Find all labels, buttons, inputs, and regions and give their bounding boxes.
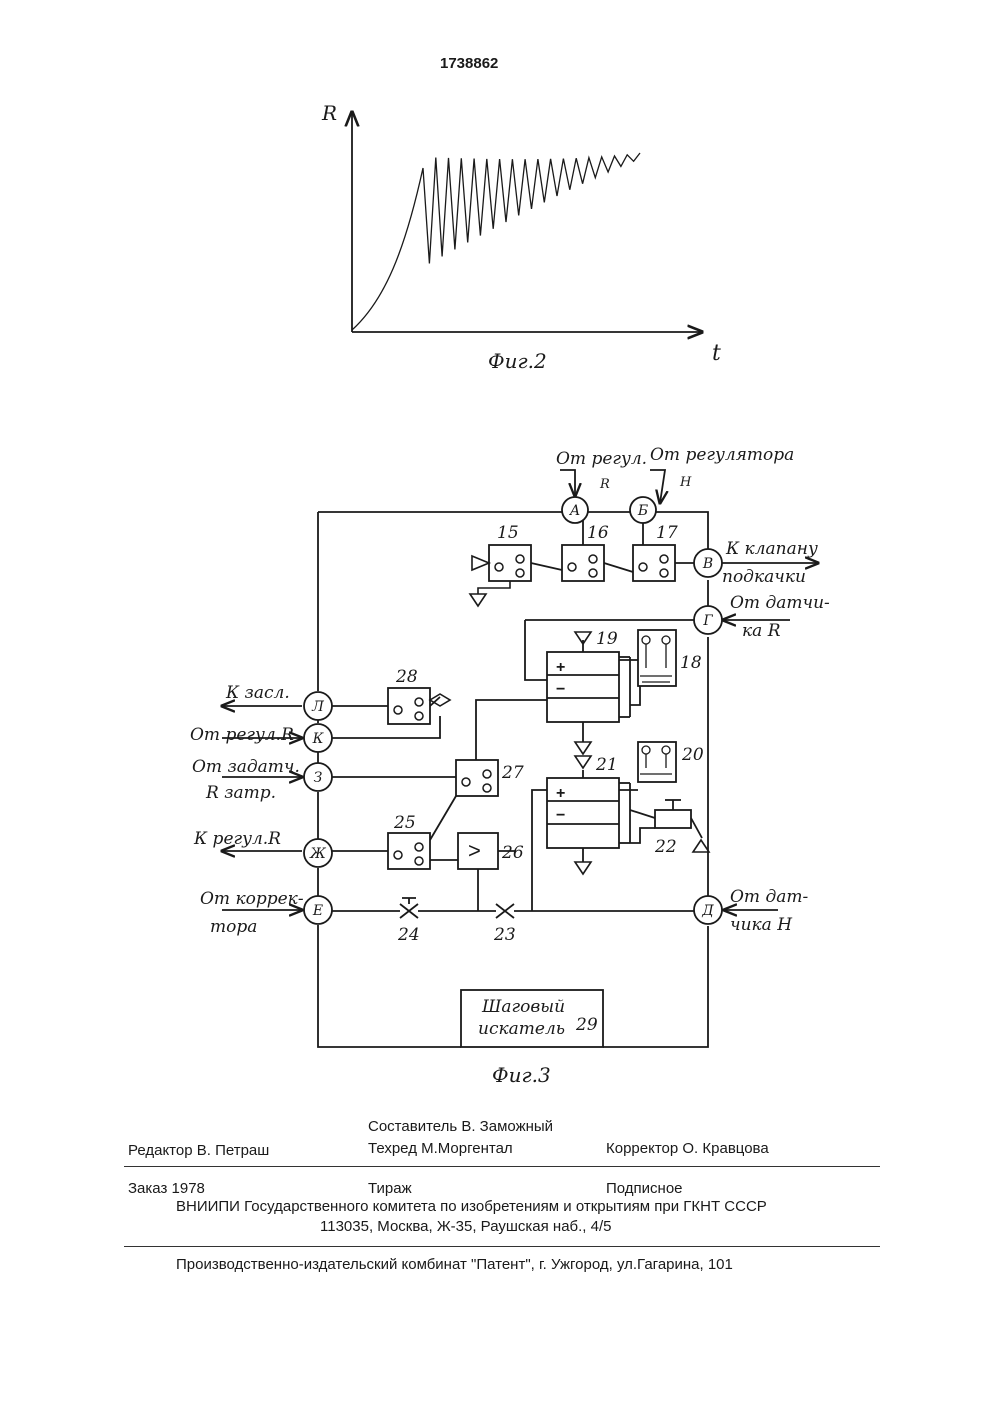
terminal-zh: Ж: [309, 846, 327, 862]
label-ot-datchika-r-2: ка R: [742, 621, 781, 641]
label-h-sub: H: [679, 475, 692, 490]
battery-21-plus: +: [556, 785, 565, 802]
terminal-k: К: [312, 731, 325, 747]
figure-3-caption: Фиг.3: [492, 1063, 551, 1087]
label-18: 18: [680, 653, 702, 673]
label-21: 21: [595, 755, 618, 775]
label-15: 15: [497, 523, 519, 543]
label-k-klapanu-2: подкачки: [722, 567, 806, 587]
label-stepper-2: искатель: [478, 1019, 565, 1039]
label-ot-datchika-r-1: От датчи-: [730, 593, 830, 613]
label-25: 25: [393, 813, 416, 833]
label-20: 20: [681, 745, 704, 765]
label-k-regul-r: К регул.R: [193, 829, 281, 849]
terminal-l: Л: [311, 699, 324, 715]
battery-19-minus: −: [556, 681, 565, 698]
label-28: 28: [395, 667, 418, 687]
terminal-b: Б: [637, 503, 648, 519]
corrector-line: Корректор О. Кравцова: [606, 1140, 769, 1157]
editor-line: Редактор В. Петраш: [128, 1142, 269, 1159]
label-22: 22: [654, 837, 677, 857]
subscription-line: Подписное: [606, 1180, 683, 1197]
terminal-v: В: [702, 556, 713, 572]
label-ot-regul-r-left: От регул.R: [190, 725, 294, 745]
label-ot-regul-r-top: От регул.: [556, 449, 647, 469]
relay-28: [388, 688, 430, 724]
label-27: 27: [501, 763, 524, 783]
institute-line: ВНИИПИ Государственного комитета по изоб…: [176, 1198, 767, 1215]
label-ot-regulyatora-h: От регулятора: [650, 445, 794, 465]
valve-22: [655, 810, 691, 828]
label-ot-zadatch-2: R затр.: [205, 783, 276, 803]
label-26: 26: [501, 843, 524, 863]
terminal-d: Д: [701, 903, 714, 919]
relay-27: [456, 760, 498, 796]
label-29: 29: [575, 1015, 598, 1035]
battery-21-minus: −: [556, 807, 565, 824]
label-ot-datchika-h-2: чика H: [730, 915, 793, 935]
label-ot-zadatch-1: От задатч.: [192, 757, 300, 777]
battery-19-plus: +: [556, 659, 565, 676]
figure-3-schematic: А Б В Г Д Е Ж З К Л + − + − > 15 16 17 1…: [0, 0, 1000, 1100]
colophon-divider-top: [124, 1166, 880, 1167]
circulation-line: Тираж: [368, 1180, 412, 1197]
label-ot-korrektora-2: тора: [210, 917, 257, 937]
terminal-e: Е: [312, 903, 323, 919]
techred-line: Техред М.Моргентал: [368, 1140, 513, 1157]
terminal-g: Г: [702, 613, 713, 629]
label-17: 17: [656, 523, 678, 543]
amplifier-symbol: >: [468, 838, 481, 863]
label-23: 23: [493, 925, 516, 945]
label-24: 24: [397, 925, 420, 945]
label-ot-datchika-h-1: От дат-: [730, 887, 808, 907]
label-r-sub: R: [599, 477, 610, 492]
compiler-line: Составитель В. Заможный: [368, 1118, 553, 1135]
address-line: 113035, Москва, Ж-35, Раушская наб., 4/5: [320, 1218, 612, 1235]
label-16: 16: [587, 523, 609, 543]
terminal-z: З: [314, 770, 323, 786]
label-19: 19: [596, 629, 618, 649]
label-k-zasl: К засл.: [225, 683, 290, 703]
label-stepper-1: Шаговый: [481, 997, 565, 1017]
relay-16: [562, 545, 604, 581]
order-line: Заказ 1978: [128, 1180, 205, 1197]
relay-25: [388, 833, 430, 869]
publisher-line: Производственно-издательский комбинат "П…: [176, 1256, 733, 1273]
label-k-klapanu-1: К клапану: [725, 539, 818, 559]
colophon-divider-bottom: [124, 1246, 880, 1247]
relay-17: [633, 545, 675, 581]
label-ot-korrektora-1: От коррек-: [200, 889, 304, 909]
terminal-a: А: [569, 503, 581, 519]
relay-15: [489, 545, 531, 581]
sensor-20: [638, 742, 676, 782]
